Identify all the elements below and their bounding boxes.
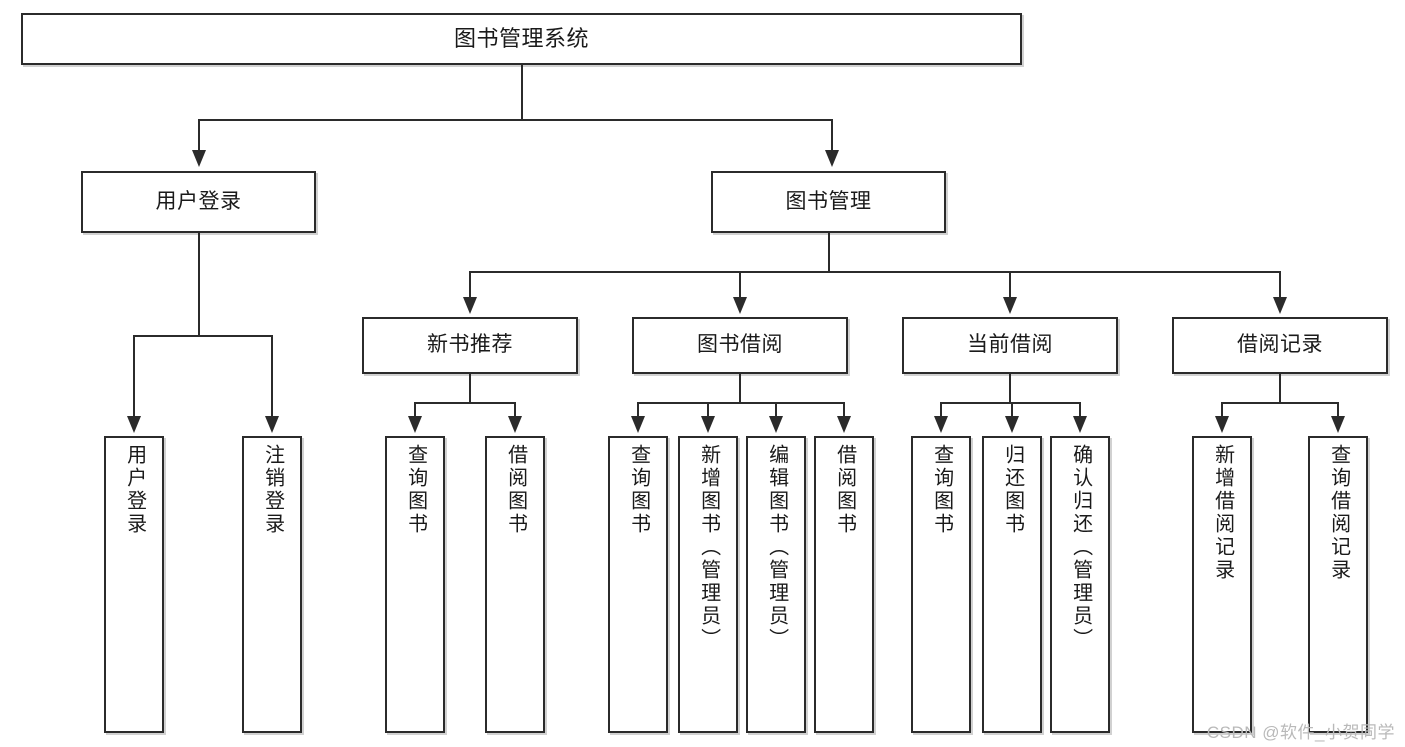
node-label: 编辑图书（管理员）	[765, 444, 788, 651]
node-leaf-query-books-3[interactable]: 查询图书	[911, 436, 971, 733]
node-user-login[interactable]: 用户登录	[81, 171, 316, 233]
arrow-br-to-leaf-2	[1331, 416, 1345, 433]
connector-nb-to-leaf-1	[414, 402, 416, 418]
node-label: 用户登录	[123, 444, 146, 536]
arrow-user-login-to-leaf-1	[127, 416, 141, 433]
node-label: 确认归还（管理员）	[1069, 444, 1092, 651]
connector-root-to-book-management	[831, 119, 833, 152]
node-borrow-record[interactable]: 借阅记录	[1172, 317, 1388, 374]
node-leaf-query-books-2[interactable]: 查询图书	[608, 436, 668, 733]
connector-new-book-stem	[469, 374, 471, 403]
node-leaf-edit-book-admin[interactable]: 编辑图书（管理员）	[746, 436, 806, 733]
arrow-root-to-user-login	[192, 150, 206, 167]
connector-bm-to-book-borrow	[739, 271, 741, 299]
node-label: 查询图书	[404, 444, 427, 536]
node-leaf-borrow-books-1[interactable]: 借阅图书	[485, 436, 545, 733]
connector-book-borrow-bus	[637, 402, 844, 404]
node-leaf-return-books[interactable]: 归还图书	[982, 436, 1042, 733]
arrow-cb-to-leaf-2	[1005, 416, 1019, 433]
node-book-management[interactable]: 图书管理	[711, 171, 946, 233]
connector-root-bus	[198, 119, 833, 121]
node-leaf-user-login[interactable]: 用户登录	[104, 436, 164, 733]
arrow-bb-to-leaf-2	[701, 416, 715, 433]
arrow-cb-to-leaf-3	[1073, 416, 1087, 433]
node-label: 查询图书	[930, 444, 953, 536]
watermark-text: CSDN @软件_小贺同学	[1206, 723, 1395, 742]
arrow-bm-to-current-borrow	[1003, 297, 1017, 314]
connector-cb-to-leaf-2	[1011, 402, 1013, 418]
connector-bb-to-leaf-2	[707, 402, 709, 418]
arrow-cb-to-leaf-1	[934, 416, 948, 433]
node-leaf-query-borrow-record[interactable]: 查询借阅记录	[1308, 436, 1368, 733]
connector-book-management-bus	[469, 271, 1279, 273]
node-leaf-logout-login[interactable]: 注销登录	[242, 436, 302, 733]
node-label: 借阅记录	[1237, 333, 1323, 357]
node-leaf-add-book-admin[interactable]: 新增图书（管理员）	[678, 436, 738, 733]
node-label: 图书管理	[785, 189, 872, 213]
node-label: 图书借阅	[697, 333, 783, 357]
connector-user-login-to-leaf-1	[133, 335, 135, 418]
arrow-nb-to-leaf-2	[508, 416, 522, 433]
node-label: 注销登录	[261, 444, 284, 536]
arrow-bb-to-leaf-4	[837, 416, 851, 433]
node-leaf-add-borrow-record[interactable]: 新增借阅记录	[1192, 436, 1252, 733]
connector-user-login-stem	[198, 233, 200, 336]
node-label: 当前借阅	[967, 333, 1053, 357]
connector-br-to-leaf-1	[1221, 402, 1223, 418]
node-label: 归还图书	[1001, 444, 1024, 536]
arrow-br-to-leaf-1	[1215, 416, 1229, 433]
connector-bm-to-borrow-record	[1279, 271, 1281, 299]
node-leaf-query-books-1[interactable]: 查询图书	[385, 436, 445, 733]
arrow-nb-to-leaf-1	[408, 416, 422, 433]
node-label: 查询图书	[627, 444, 650, 536]
connector-nb-to-leaf-2	[514, 402, 516, 418]
connector-root-stem	[521, 65, 523, 120]
node-root-book-management-system[interactable]: 图书管理系统	[21, 13, 1022, 65]
node-new-book-recommend[interactable]: 新书推荐	[362, 317, 578, 374]
connector-cb-to-leaf-3	[1079, 402, 1081, 418]
connector-bb-to-leaf-3	[775, 402, 777, 418]
connector-user-login-to-leaf-2	[271, 335, 273, 418]
arrow-bm-to-borrow-record	[1273, 297, 1287, 314]
node-label: 借阅图书	[504, 444, 527, 536]
connector-current-borrow-stem	[1009, 374, 1011, 403]
node-leaf-confirm-return-admin[interactable]: 确认归还（管理员）	[1050, 436, 1110, 733]
node-leaf-borrow-books-2[interactable]: 借阅图书	[814, 436, 874, 733]
connector-user-login-bus	[133, 335, 272, 337]
connector-book-borrow-stem	[739, 374, 741, 403]
connector-bb-to-leaf-4	[843, 402, 845, 418]
node-book-borrow[interactable]: 图书借阅	[632, 317, 848, 374]
node-label: 查询借阅记录	[1327, 444, 1350, 582]
connector-bm-to-current-borrow	[1009, 271, 1011, 299]
arrow-bm-to-book-borrow	[733, 297, 747, 314]
connector-borrow-record-bus	[1221, 402, 1338, 404]
node-label: 新书推荐	[427, 333, 513, 357]
arrow-bm-to-new-book	[463, 297, 477, 314]
node-label: 新增借阅记录	[1211, 444, 1234, 582]
arrow-bb-to-leaf-1	[631, 416, 645, 433]
node-current-borrow[interactable]: 当前借阅	[902, 317, 1118, 374]
arrow-user-login-to-leaf-2	[265, 416, 279, 433]
node-label: 图书管理系统	[453, 26, 589, 52]
connector-borrow-record-stem	[1279, 374, 1281, 403]
connector-cb-to-leaf-1	[940, 402, 942, 418]
connector-current-borrow-bus	[940, 402, 1080, 404]
node-label: 借阅图书	[833, 444, 856, 536]
connector-bb-to-leaf-1	[637, 402, 639, 418]
connector-new-book-bus	[414, 402, 515, 404]
arrow-bb-to-leaf-3	[769, 416, 783, 433]
connector-root-to-user-login	[198, 119, 200, 152]
node-label: 用户登录	[155, 189, 242, 213]
connector-book-management-stem	[828, 233, 830, 272]
connector-bm-to-new-book	[469, 271, 471, 299]
arrow-root-to-book-management	[825, 150, 839, 167]
connector-br-to-leaf-2	[1337, 402, 1339, 418]
node-label: 新增图书（管理员）	[697, 444, 720, 651]
